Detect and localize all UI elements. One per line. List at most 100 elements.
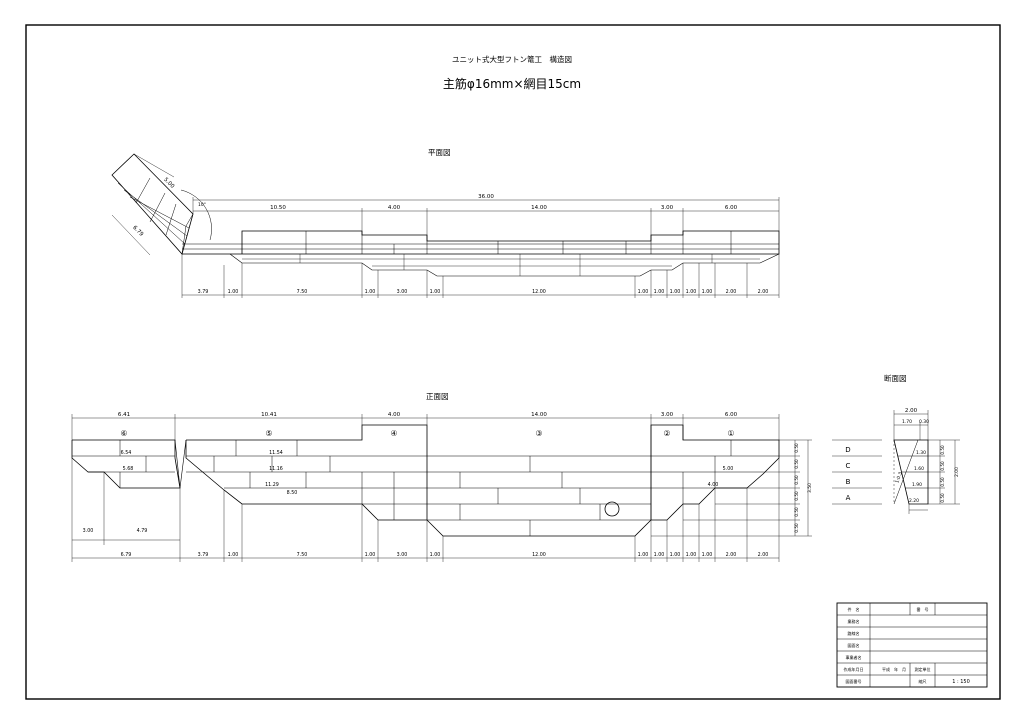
front-section-mark: ④: [390, 429, 397, 438]
title-block-label: 図面番号: [846, 678, 862, 684]
front-dim-bottom: 2.00: [758, 552, 769, 558]
front-dim-right-total: 3.50: [807, 483, 813, 493]
front-dim-bottom: 1.00: [638, 552, 649, 558]
title-block-label: 路線名: [848, 630, 860, 636]
plan-dim-bottom: 7.50: [297, 289, 308, 295]
front-dim-bottom: 1.00: [365, 552, 376, 558]
plan-dim-bottom: 3.79: [198, 289, 209, 295]
section-dim-mid1: 1.30: [916, 450, 926, 456]
front-dim-right-height: 0.50: [794, 491, 799, 501]
drawing-subtitle: 主筋φ16mm×網目15cm: [442, 77, 582, 91]
front-view-label: 正面図: [426, 392, 449, 401]
title-block-label: 図面名: [848, 642, 860, 648]
front-dim-inner: 4.00: [708, 482, 719, 488]
front-dim-bottom: 7.50: [297, 552, 308, 558]
front-dim-top: 14.00: [531, 412, 547, 418]
front-section-mark: ⑥: [120, 429, 127, 438]
section-dim-mid3: 1.90: [912, 482, 922, 488]
front-dim-right-height: 0.50: [794, 475, 799, 485]
front-dim-bottom: 1.00: [228, 552, 239, 558]
section-dim-total: 2.00: [954, 467, 960, 477]
front-dim-bottom: 1.00: [654, 552, 665, 558]
plan-body: [182, 230, 780, 277]
section-view: [893, 410, 960, 514]
front-dim-top: 10.41: [261, 412, 277, 418]
plan-dim-total: 36.00: [478, 194, 494, 200]
front-dim-left-a: 3.00: [83, 528, 94, 534]
front-dim-top: 3.00: [661, 412, 674, 418]
front-dim-right-height: 0.50: [794, 443, 799, 453]
plan-skew-wing: [111, 153, 212, 256]
section-dim-top: 2.00: [905, 408, 918, 414]
front-layer-label: A: [846, 494, 851, 502]
plan-dim-bottom: 12.00: [532, 289, 546, 295]
plan-dimensions: [181, 197, 780, 298]
title-block-label: 作成年月日: [844, 666, 864, 672]
title-block-label: 番 号: [917, 606, 929, 612]
front-dim-inner: 11.29: [265, 482, 279, 488]
plan-view-label: 平面図: [428, 148, 451, 157]
front-body: [71, 424, 780, 537]
title-block-value: 1 : 150: [952, 679, 970, 685]
section-dim-height: 0.50: [940, 493, 945, 503]
title-block-label: 業務名: [848, 618, 860, 624]
front-dim-right-height: 0.50: [794, 459, 799, 469]
front-dim-left-total: 6.79: [121, 552, 132, 558]
plan-dim-skew: 5.00: [162, 177, 175, 190]
plan-dim-top: 6.00: [725, 205, 738, 211]
front-dim-inner: 5.68: [123, 466, 134, 472]
front-dim-inner: 11.16: [269, 466, 283, 472]
section-dim-mid2: 1.60: [914, 466, 924, 472]
title-block-label: 事業者名: [846, 654, 862, 660]
plan-dim-bottom: 1.00: [670, 289, 681, 295]
front-dim-bottom: 2.00: [726, 552, 737, 558]
front-dim-right-height: 0.50: [794, 507, 799, 517]
front-dim-top: 6.41: [118, 412, 130, 418]
front-dim-inner: 6.54: [121, 450, 132, 456]
plan-dim-top: 3.00: [661, 205, 674, 211]
front-dim-left-b: 4.79: [137, 528, 148, 534]
plan-dim-bottom: 1.00: [365, 289, 376, 295]
title-block-label: 件 名: [848, 606, 860, 612]
front-dim-bottom: 3.00: [397, 552, 408, 558]
plan-dim-bottom: 2.00: [758, 289, 769, 295]
section-dim-top-b: 0.30: [919, 419, 929, 425]
section-dim-height: 0.50: [940, 445, 945, 455]
front-dim-bottom: 1.00: [686, 552, 697, 558]
plan-dim-bottom: 1.00: [654, 289, 665, 295]
front-dimensions: [71, 414, 882, 562]
plan-dim-bottom: 2.00: [726, 289, 737, 295]
front-dim-inner: 8.50: [287, 490, 298, 496]
plan-dim-bottom: 3.00: [397, 289, 408, 295]
section-dim-height: 0.50: [940, 461, 945, 471]
title-block-label: 測定単位: [915, 666, 931, 672]
front-layer-label: B: [846, 478, 851, 486]
title-block-value: 平成 年 月: [882, 666, 906, 672]
plan-dim-angle: 10°: [198, 202, 206, 208]
section-dim-height: 0.50: [940, 477, 945, 487]
sheet-border: [25, 24, 1001, 700]
drawing-text-layer: 36.00 10.50 4.00 14.00 3.00 6.00 5.00 6.79 10° 3.…: [83, 177, 970, 685]
section-slope-label: 1:0.3: [894, 471, 904, 484]
plan-dim-bottom: 1.00: [702, 289, 713, 295]
plan-view: [111, 153, 780, 298]
front-dim-bottom: 1.00: [702, 552, 713, 558]
plan-dim-skew-side: 6.79: [131, 225, 144, 238]
plan-dim-bottom: 1.00: [638, 289, 649, 295]
drawing-title: ユニット式大型フトン篭工 構造図: [452, 55, 572, 64]
section-dim-bottom: 2.20: [909, 498, 919, 504]
front-dim-right-height: 0.50: [794, 523, 799, 533]
front-dim-bottom: 1.00: [430, 552, 441, 558]
title-block: [836, 602, 988, 688]
section-dimensions: [893, 410, 960, 514]
front-section-mark: ②: [663, 429, 670, 438]
title-block-label: 縮尺: [919, 678, 927, 684]
front-dim-bottom: 3.79: [198, 552, 209, 558]
front-section-mark: ①: [727, 429, 734, 438]
front-layer-label: D: [845, 446, 850, 454]
plan-dim-top: 10.50: [270, 205, 286, 211]
front-section-mark: ⑤: [265, 429, 272, 438]
front-dim-bottom: 1.00: [670, 552, 681, 558]
